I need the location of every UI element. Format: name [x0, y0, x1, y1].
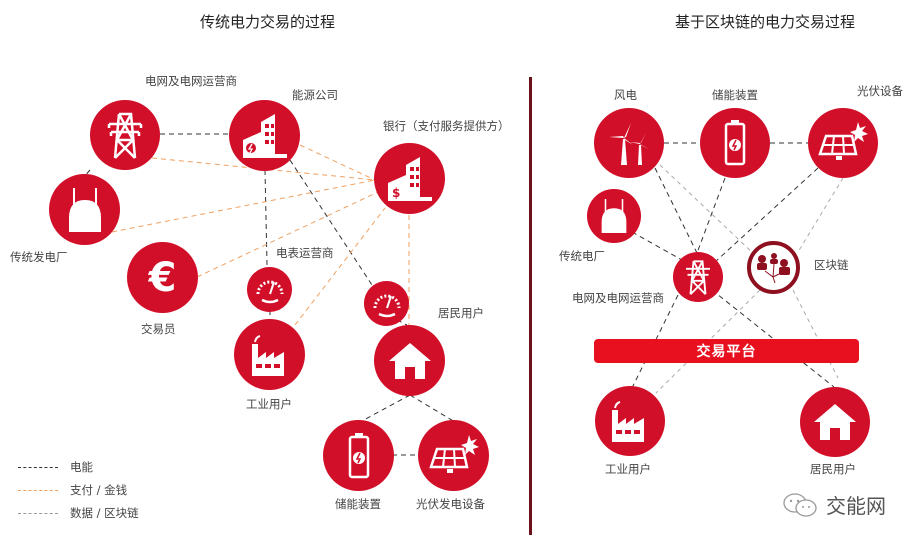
node-blockchain — [747, 241, 800, 294]
battery-icon — [348, 432, 369, 478]
legend-line-energy — [18, 466, 58, 468]
solar-panel-icon — [428, 434, 479, 473]
label-trader: 交易员 — [141, 322, 176, 336]
legend-line-payment — [18, 489, 58, 491]
node-residential-left — [374, 325, 445, 396]
solar-panel-icon — [818, 122, 868, 160]
legend-line-data — [18, 512, 58, 514]
transmission-tower-icon — [686, 260, 710, 295]
node-meter-operator — [247, 267, 292, 312]
label-blockchain: 区块链 — [814, 258, 849, 272]
power-company-building-icon — [242, 113, 287, 158]
node-residential-right — [800, 387, 870, 457]
label-solar-left: 光伏发电设备 — [416, 497, 485, 511]
label-solar-right: 光伏设备 — [857, 84, 903, 98]
node-industrial-right — [595, 386, 665, 456]
node-grid-left — [90, 100, 160, 170]
legend-label-energy: 电能 — [70, 460, 93, 474]
section-divider — [529, 77, 532, 535]
node-industrial-left — [234, 319, 305, 390]
node-trader: € — [127, 242, 198, 313]
transmission-tower-icon — [107, 112, 143, 159]
node-solar-right — [808, 108, 878, 178]
label-power-plant-right: 传统电厂 — [559, 249, 605, 263]
euro-icon: € — [148, 254, 177, 301]
gauge-meter-icon — [373, 294, 400, 317]
right-title: 基于区块链的电力交易过程 — [675, 13, 856, 31]
node-energy-company — [229, 100, 300, 171]
label-wind: 风电 — [614, 88, 637, 102]
label-residential-left: 居民用户 — [438, 306, 484, 320]
watermark: 交能网 — [782, 490, 886, 519]
factory-icon — [612, 401, 644, 442]
legend-item-data: 数据 / 区块链 — [18, 505, 139, 521]
node-power-plant-left — [49, 174, 120, 245]
legend-label-payment: 支付 / 金钱 — [70, 483, 128, 497]
trading-platform-bar: 交易平台 — [594, 339, 859, 363]
legend-label-data: 数据 / 区块链 — [70, 506, 139, 520]
left-title: 传统电力交易的过程 — [200, 13, 336, 31]
label-storage-left: 储能装置 — [335, 497, 381, 511]
node-storage-left — [323, 420, 394, 491]
house-icon — [814, 404, 856, 440]
label-grid-left: 电网及电网运营商 — [145, 74, 237, 88]
node-wind — [594, 108, 664, 178]
factory-icon — [251, 334, 284, 376]
label-storage-right: 储能装置 — [712, 88, 758, 102]
legend-item-energy: 电能 — [18, 459, 93, 475]
battery-icon — [724, 120, 746, 166]
watermark-label: 交能网 — [826, 494, 886, 518]
node-bank: $ — [374, 143, 445, 214]
power-plant-icon — [601, 199, 627, 233]
legend-item-payment: 支付 / 金钱 — [18, 482, 127, 498]
node-storage-right — [700, 108, 770, 178]
bank-building-dollar-icon: $ — [387, 156, 432, 201]
wechat-icon — [783, 492, 817, 517]
label-residential-right: 居民用户 — [810, 462, 856, 476]
label-meter-operator: 电表运营商 — [276, 246, 334, 260]
svg-text:$: $ — [392, 186, 400, 200]
label-industrial-right: 工业用户 — [605, 462, 651, 476]
node-solar-left — [418, 420, 489, 491]
label-grid-right: 电网及电网运营商 — [572, 291, 664, 305]
house-icon — [388, 342, 431, 379]
label-industrial-left: 工业用户 — [246, 397, 292, 411]
gauge-meter-icon — [256, 280, 283, 303]
node-power-plant-right — [587, 189, 641, 243]
node-meter-residential — [364, 281, 409, 326]
node-grid-right — [673, 252, 723, 302]
power-plant-icon — [68, 187, 101, 232]
network-users-icon — [756, 252, 790, 283]
label-power-plant-left: 传统发电厂 — [10, 250, 68, 264]
wind-turbine-icon — [609, 123, 649, 165]
label-energy-company: 能源公司 — [292, 88, 338, 102]
label-bank: 银行（支付服务提供方） — [383, 119, 510, 133]
